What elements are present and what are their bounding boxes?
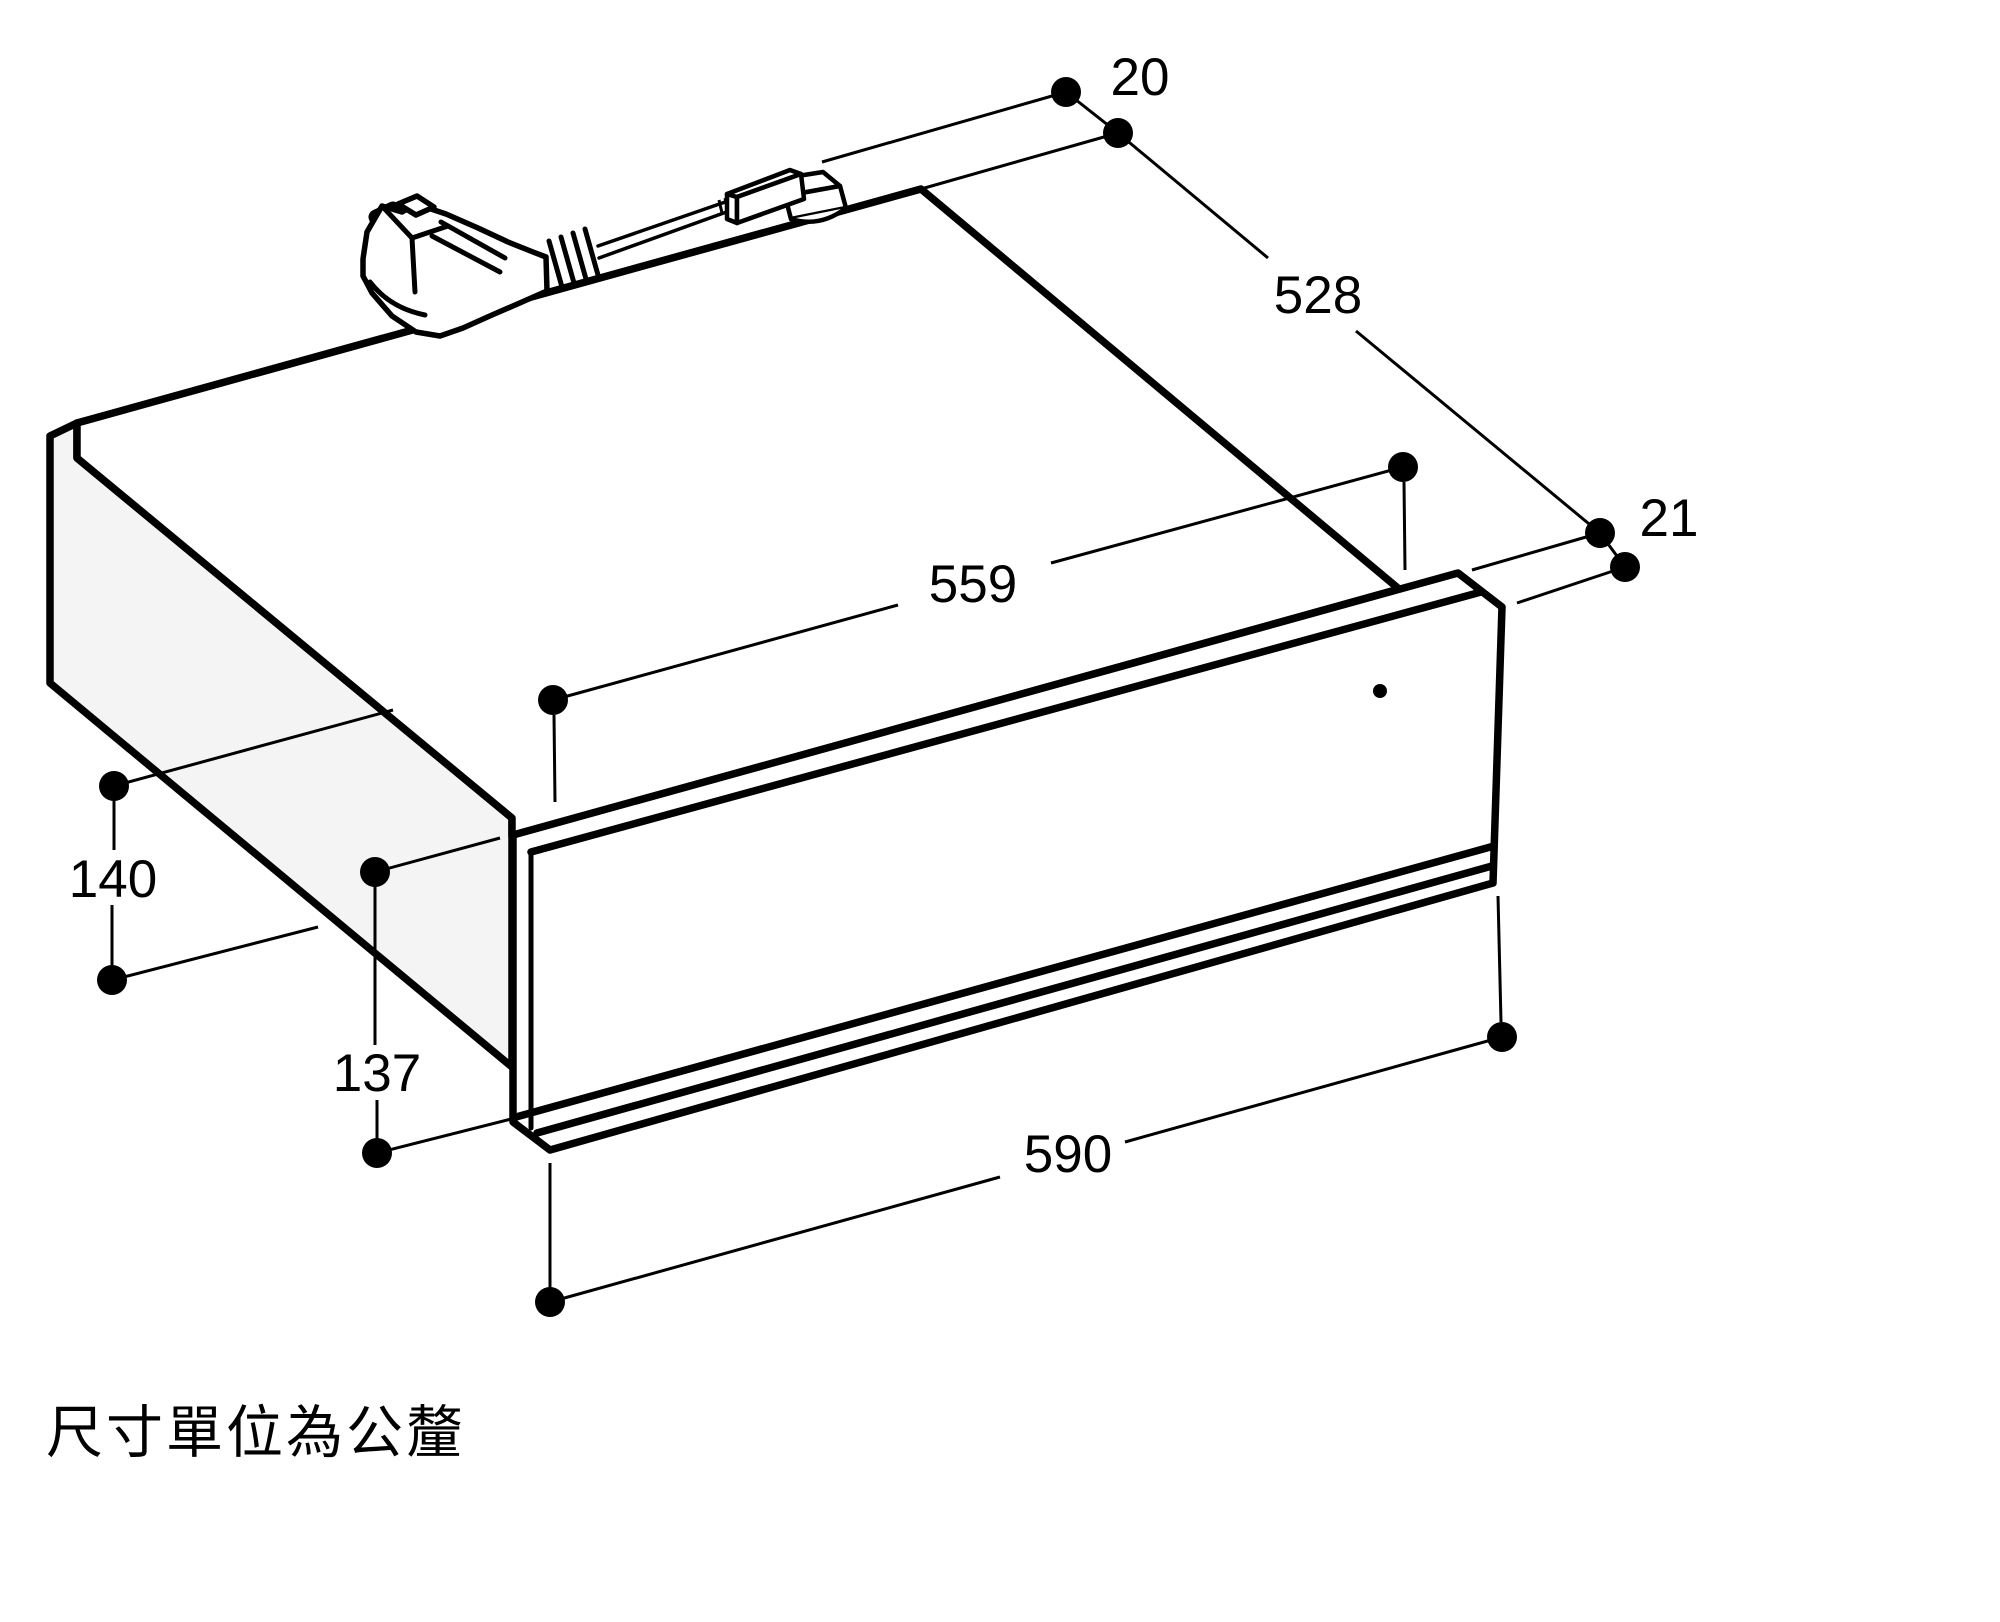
dim-endpoint-dot bbox=[538, 685, 568, 715]
dim-extension-line bbox=[1402, 481, 1407, 571]
plug-cord-ridge bbox=[429, 233, 503, 275]
cable-line-lower bbox=[597, 208, 734, 260]
plug-top-tab bbox=[395, 193, 437, 218]
strain-relief-ribs bbox=[546, 226, 601, 290]
dim-extension-line bbox=[552, 714, 557, 803]
dimension-590: 590 bbox=[535, 895, 1517, 1317]
dim-leader-line bbox=[113, 708, 394, 788]
connector-rear-block-arc bbox=[790, 206, 848, 224]
dim-leader-line bbox=[821, 90, 1067, 164]
dimension-20: 20 bbox=[821, 48, 1170, 191]
panel-bottom-edge-1 bbox=[512, 842, 1498, 1121]
panel-top-inner-edge bbox=[527, 588, 1485, 856]
dim-line bbox=[549, 1175, 1001, 1304]
dimension-528: 528 bbox=[1117, 131, 1601, 535]
dim-line bbox=[1050, 465, 1404, 565]
plug-base-curve bbox=[367, 279, 428, 318]
dim-endpoint-dot bbox=[360, 857, 390, 887]
dimension-label-137: 137 bbox=[333, 1044, 421, 1103]
dimension-140: 140 bbox=[69, 708, 394, 995]
dim-endpoint-dot bbox=[1388, 452, 1418, 482]
dimension-137: 137 bbox=[333, 836, 516, 1168]
units-caption: 尺寸單位為公釐 bbox=[46, 1401, 466, 1465]
dim-leader-line bbox=[920, 131, 1119, 191]
dim-line bbox=[1124, 1035, 1503, 1144]
dimension-21: 21 bbox=[1471, 489, 1699, 605]
dimension-label-20: 20 bbox=[1111, 48, 1170, 107]
strain-relief-rib bbox=[570, 230, 589, 282]
dim-line bbox=[1117, 131, 1269, 260]
panel-outline bbox=[509, 569, 1506, 1154]
plug-facet-line bbox=[409, 223, 451, 241]
connector-front-block-front bbox=[734, 171, 807, 226]
dim-endpoint-dot bbox=[1610, 552, 1640, 582]
dimension-label-528: 528 bbox=[1274, 266, 1362, 325]
dimension-label-140: 140 bbox=[69, 850, 157, 909]
plug-cord-ridge bbox=[438, 219, 508, 261]
panel-bottom-edge-2 bbox=[533, 862, 1496, 1137]
cable-clamp-tick bbox=[717, 199, 724, 214]
dim-endpoint-dot bbox=[97, 965, 127, 995]
dim-endpoint-dot bbox=[1051, 77, 1081, 107]
dim-endpoint-dot bbox=[99, 771, 129, 801]
dim-leader-line bbox=[374, 836, 501, 874]
dim-extension-line bbox=[1496, 895, 1503, 1023]
dim-endpoint-dot bbox=[362, 1138, 392, 1168]
dim-endpoint-dot bbox=[535, 1287, 565, 1317]
dim-leader-line bbox=[111, 925, 319, 982]
dim-line bbox=[1355, 329, 1601, 535]
dimension-label-590: 590 bbox=[1024, 1125, 1112, 1184]
strain-relief-rib bbox=[558, 234, 577, 286]
plug-facet-line bbox=[409, 235, 418, 295]
drawer-front-panel bbox=[509, 569, 1506, 1154]
power-plug bbox=[360, 193, 601, 339]
dim-leader-line bbox=[1516, 565, 1626, 605]
dim-leader-line bbox=[1471, 531, 1601, 572]
dim-leader-line bbox=[376, 1116, 516, 1155]
mains-connector bbox=[724, 167, 849, 226]
strain-relief-rib bbox=[546, 238, 565, 290]
panel-button-dot bbox=[1373, 684, 1387, 698]
plug-facet-line bbox=[379, 203, 415, 241]
strain-relief-rib bbox=[582, 226, 601, 278]
dimension-label-21: 21 bbox=[1640, 489, 1699, 548]
dimension-559: 559 bbox=[538, 452, 1418, 803]
cable-line-upper bbox=[596, 198, 733, 248]
dim-line bbox=[552, 603, 899, 702]
cabinet-body bbox=[46, 185, 1403, 1071]
dim-endpoint-dot bbox=[1487, 1022, 1517, 1052]
dimension-label-559: 559 bbox=[929, 555, 1017, 614]
dim-endpoint-dot bbox=[1585, 518, 1615, 548]
